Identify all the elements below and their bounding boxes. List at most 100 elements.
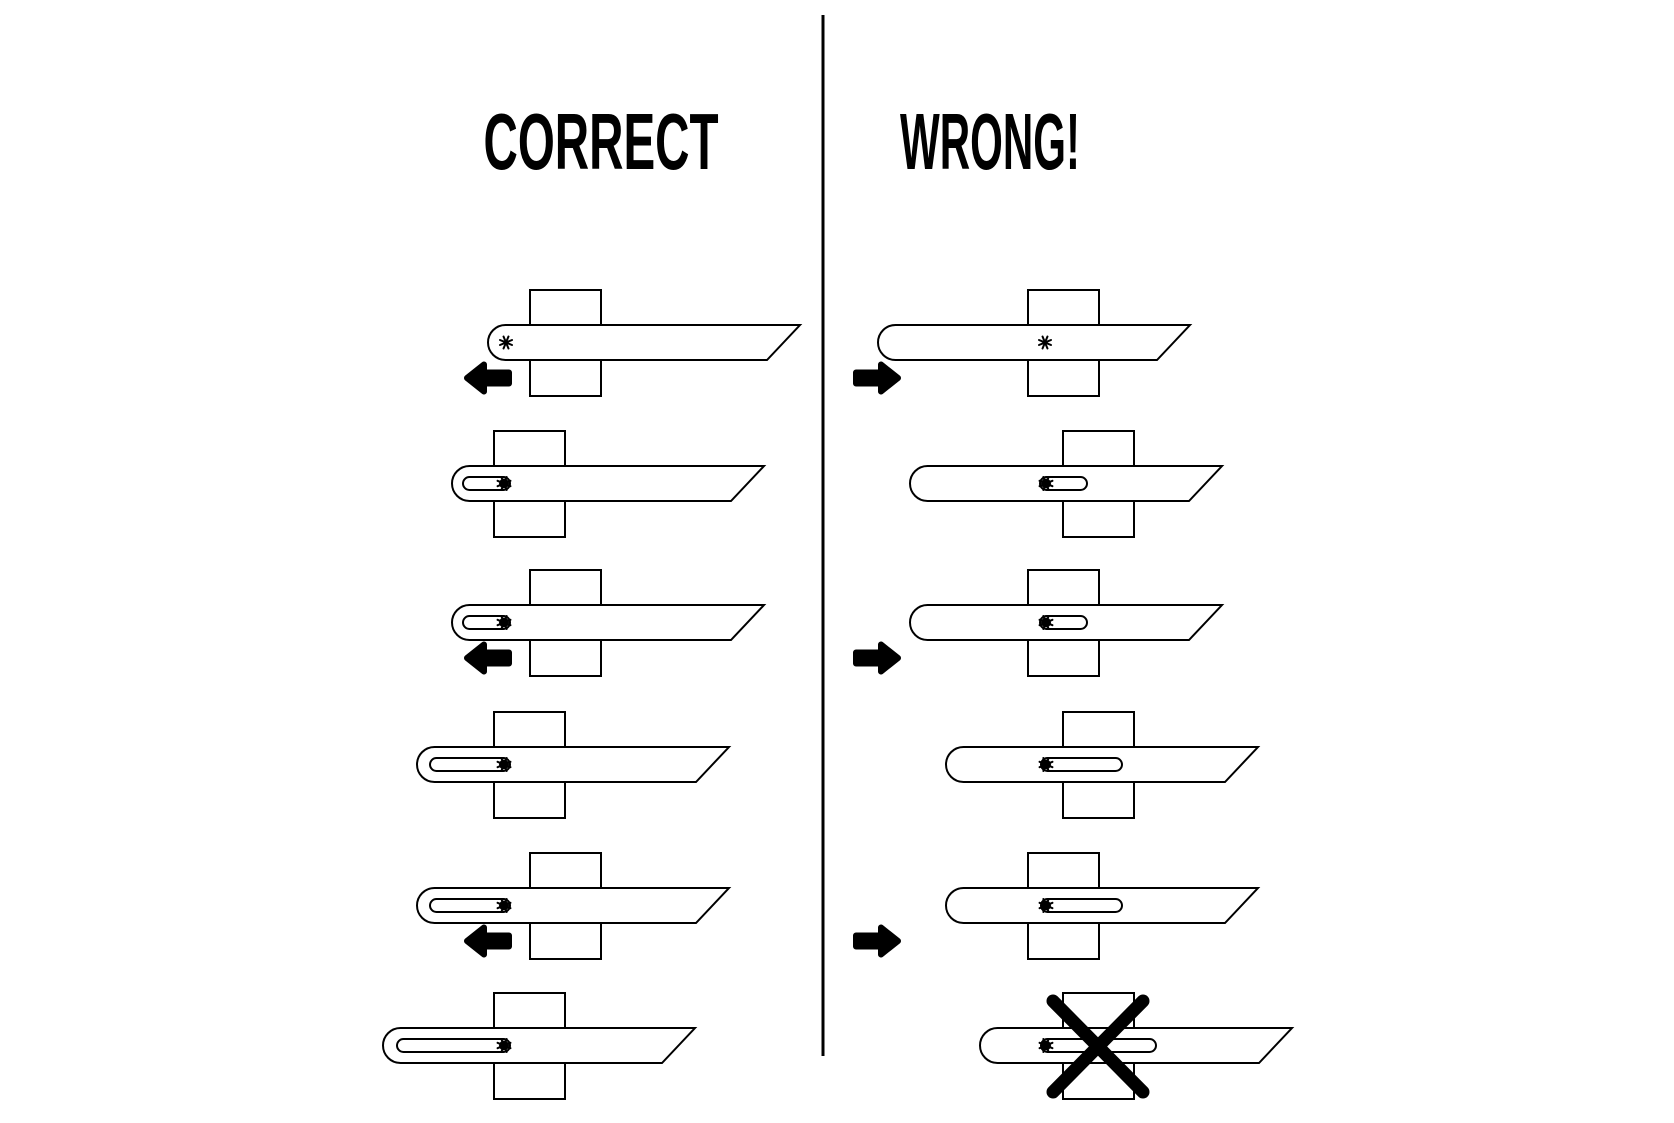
bolt-spoke <box>496 483 503 488</box>
bolt-spoke <box>1038 1045 1045 1050</box>
bolt-spoke <box>1047 1045 1054 1050</box>
correct-row-6 <box>382 992 698 1100</box>
wrong-row-2 <box>909 430 1225 538</box>
bolt-spoke <box>500 485 504 491</box>
bolt-spoke <box>498 339 505 343</box>
bolt-spoke <box>1046 1047 1050 1053</box>
bolt-icon <box>496 757 512 772</box>
correct-row-2 <box>451 430 767 538</box>
bolt-spoke <box>1038 479 1045 484</box>
bolt-center <box>1041 1040 1051 1051</box>
bolt-spoke <box>1038 905 1045 910</box>
arrow-right-icon <box>853 641 901 675</box>
adjustment-slot <box>1040 757 1123 772</box>
bolt-spoke <box>504 485 508 491</box>
arrow-right-icon <box>853 924 901 958</box>
bolt-spoke <box>1046 757 1050 763</box>
bolt-spoke <box>496 622 503 627</box>
bolt-spoke <box>1042 485 1046 491</box>
bolt-spoke <box>500 907 504 913</box>
bolt-spoke <box>1047 622 1054 627</box>
bolt-spoke <box>505 622 512 627</box>
bolt-spoke <box>1038 901 1045 906</box>
arrow-left-icon <box>464 641 512 675</box>
bolt-spoke <box>1047 905 1054 910</box>
bolt-spoke <box>502 343 507 350</box>
bolt-spoke <box>505 1045 512 1050</box>
wrong-heading: WRONG! <box>900 97 1080 186</box>
bolt-center <box>499 1040 509 1051</box>
bolt-spoke <box>504 757 508 763</box>
bolt-spoke <box>1038 764 1045 769</box>
bolt-spoke <box>1042 898 1046 904</box>
bolt-spoke <box>504 615 508 621</box>
bolt-spoke <box>504 1038 508 1044</box>
bolt-spoke <box>500 766 504 772</box>
bolt-center <box>1041 617 1051 628</box>
slide-bar <box>451 465 767 502</box>
bolt-icon <box>496 1038 512 1053</box>
bolt-spoke <box>505 479 512 484</box>
bolt-icon <box>1038 615 1054 630</box>
bolt-spoke <box>504 766 508 772</box>
bolt-center <box>1041 759 1051 770</box>
bolt-spoke <box>1046 1038 1050 1044</box>
bolt-icon <box>496 476 512 491</box>
bolt-spoke <box>500 476 504 482</box>
bolt-spoke <box>1041 343 1046 350</box>
bolt-spoke <box>504 1047 508 1053</box>
bolt-spoke <box>500 624 504 630</box>
bolt-spoke <box>505 1041 512 1046</box>
bolt-spoke <box>504 907 508 913</box>
bolt-spoke <box>1037 339 1044 343</box>
bolt-center <box>1043 340 1047 345</box>
bolt-center <box>1041 900 1051 911</box>
bolt-icon <box>1038 476 1054 491</box>
bolt-spoke <box>1047 618 1054 623</box>
bolt-icon <box>1038 898 1054 913</box>
arrow-right-icon <box>853 361 901 395</box>
slide-bar <box>416 746 732 783</box>
bolt-spoke <box>1047 1041 1054 1046</box>
bolt-spoke <box>1047 901 1054 906</box>
bolt-spoke <box>507 339 514 343</box>
slide-bar <box>487 324 803 361</box>
correct-row-1 <box>464 289 803 397</box>
slide-bar <box>382 1027 698 1064</box>
bolt-spoke <box>1042 624 1046 630</box>
bolt-spoke <box>1038 760 1045 765</box>
bolt-spoke <box>1038 622 1045 627</box>
bolt-spoke <box>1046 766 1050 772</box>
bolt-spoke <box>500 757 504 763</box>
bolt-spoke <box>496 618 503 623</box>
bolt-spoke <box>1047 479 1054 484</box>
arrow-left-icon <box>464 361 512 395</box>
bolt-spoke <box>1042 766 1046 772</box>
bolt-spoke <box>500 1047 504 1053</box>
bolt-center <box>499 900 509 911</box>
bolt-spoke <box>505 335 510 342</box>
bolt-spoke <box>504 476 508 482</box>
bolt-icon <box>496 898 512 913</box>
bolt-icon <box>496 615 512 630</box>
bolt-spoke <box>498 342 505 346</box>
bolt-spoke <box>1042 615 1046 621</box>
wrong-row-1 <box>853 289 1193 397</box>
adjustment-slot <box>396 1038 511 1053</box>
bolt-spoke <box>504 624 508 630</box>
bolt-spoke <box>1042 757 1046 763</box>
bolt-spoke <box>1038 1041 1045 1046</box>
bolt-spoke <box>496 901 503 906</box>
bolt-center <box>499 617 509 628</box>
bolt-spoke <box>1047 760 1054 765</box>
bolt-spoke <box>1041 335 1046 342</box>
correct-row-3 <box>451 569 767 677</box>
bolt-spoke <box>1038 618 1045 623</box>
bolt-icon <box>1038 757 1054 772</box>
arrow-left-icon <box>464 924 512 958</box>
bolt-spoke <box>1046 485 1050 491</box>
adjustment-slot <box>429 898 511 913</box>
bolt-spoke <box>507 342 514 346</box>
bolt-spoke <box>1042 1047 1046 1053</box>
